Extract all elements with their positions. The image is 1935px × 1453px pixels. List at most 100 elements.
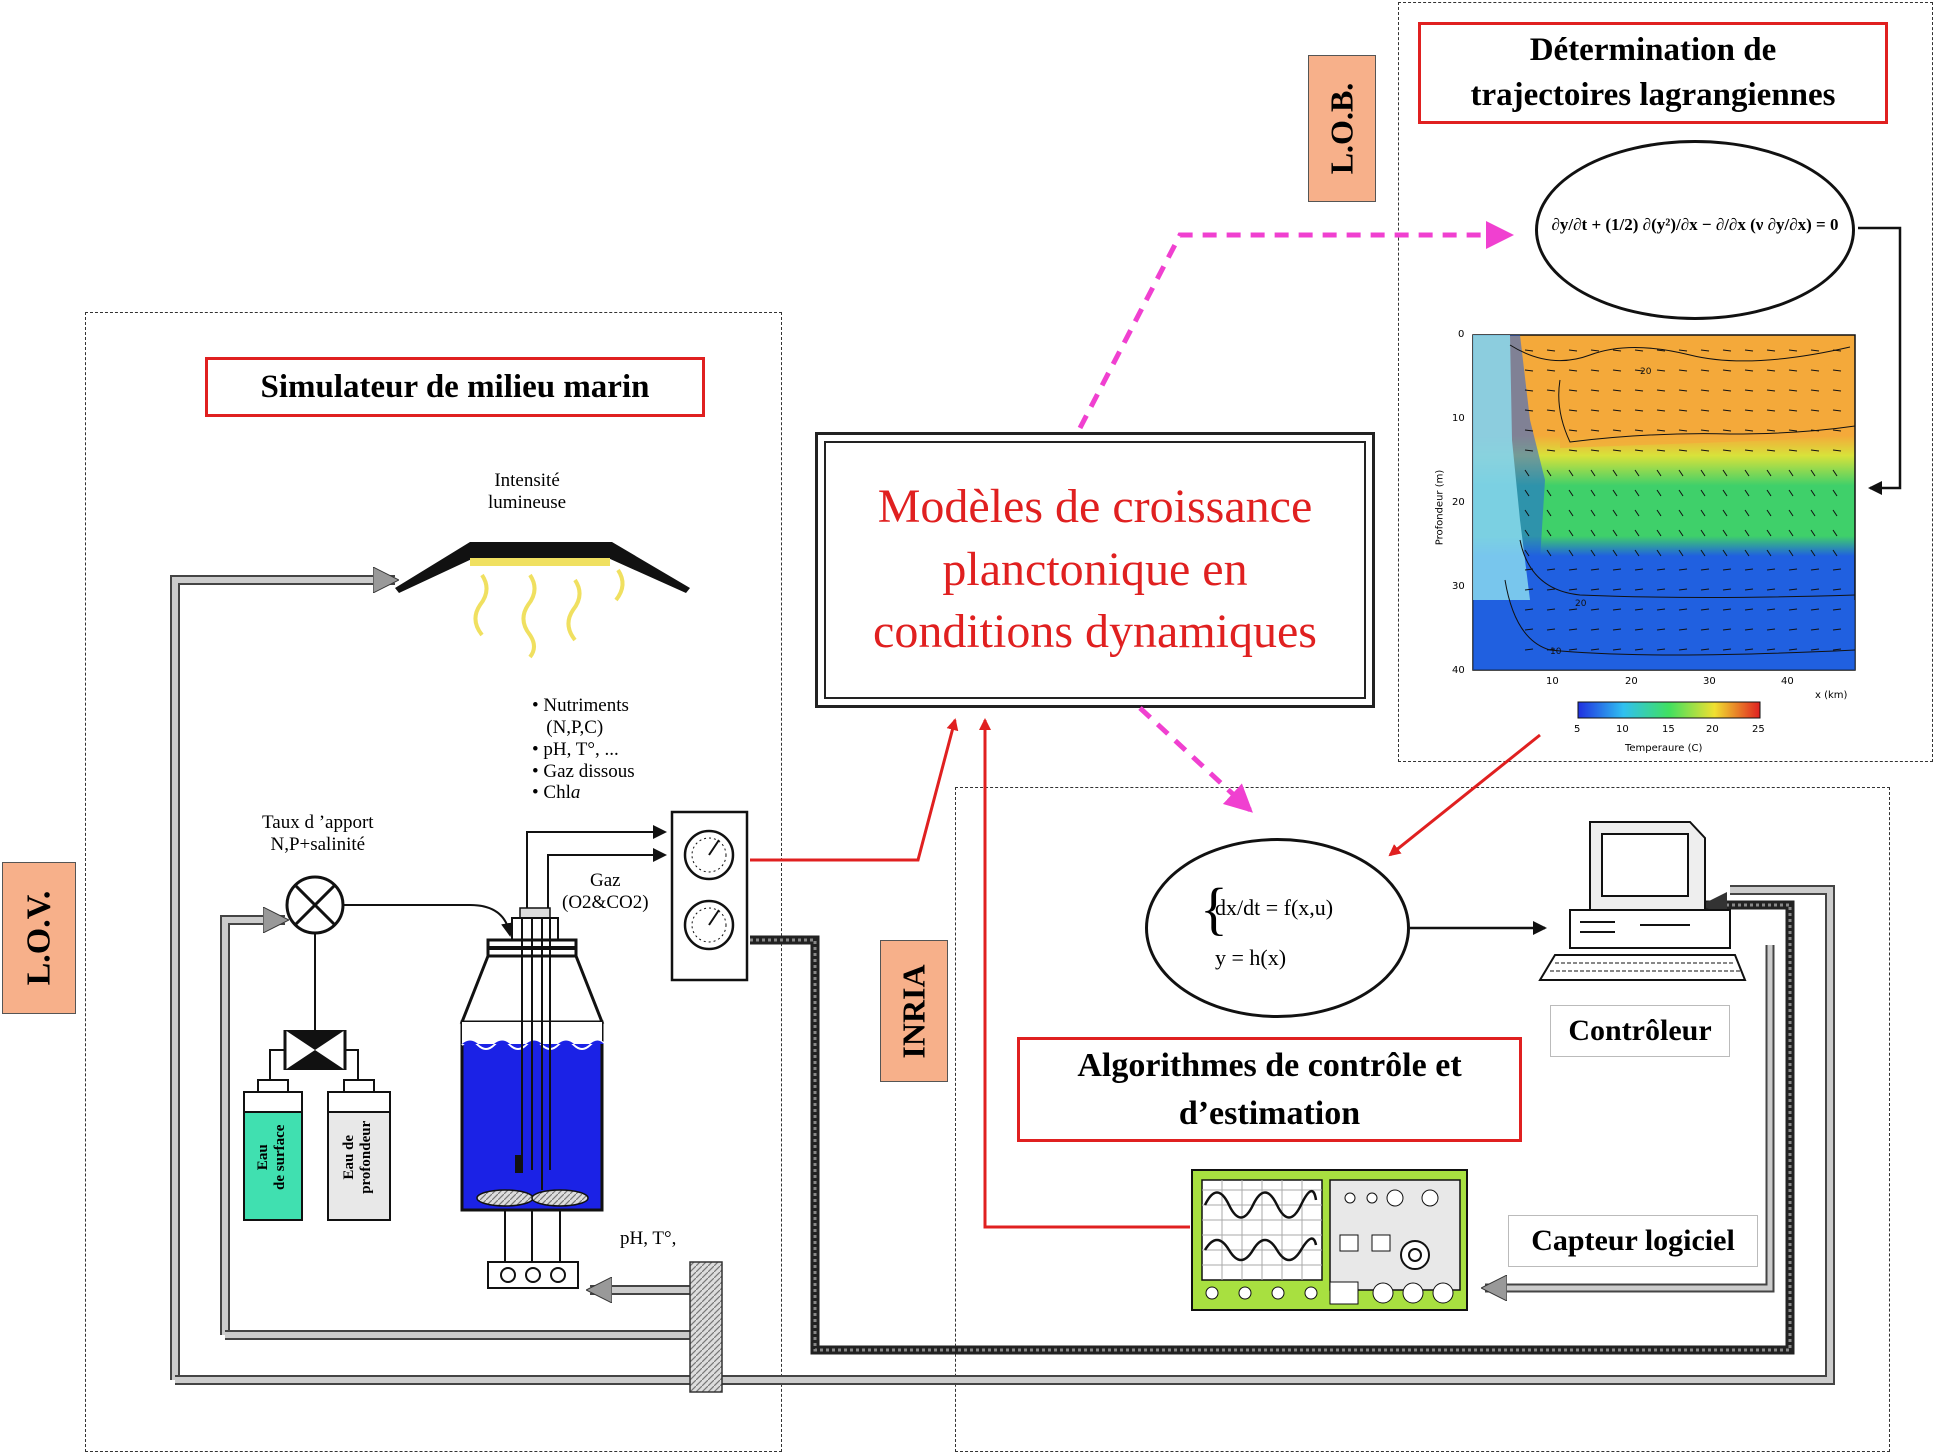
y-tick-10: 10 xyxy=(1452,413,1465,424)
velocity-vector xyxy=(1656,529,1662,537)
velocity-vector xyxy=(1546,469,1552,477)
velocity-vector xyxy=(1744,628,1754,631)
cb-tick-15: 15 xyxy=(1662,724,1675,735)
velocity-vector xyxy=(1744,409,1754,412)
velocity-vector xyxy=(1722,449,1732,452)
velocity-vector xyxy=(1832,608,1842,611)
velocity-vector xyxy=(1546,509,1552,517)
velocity-vector xyxy=(1524,648,1534,651)
velocity-vector xyxy=(1612,549,1618,557)
velocity-vector xyxy=(1810,588,1820,591)
velocity-vector xyxy=(1810,389,1820,392)
velocity-vector xyxy=(1700,628,1710,631)
velocity-vector xyxy=(1612,429,1622,432)
velocity-vector xyxy=(1612,449,1622,452)
velocity-vector xyxy=(1524,588,1534,591)
velocity-vector xyxy=(1788,369,1798,372)
velocity-vector xyxy=(1722,469,1728,477)
x-tick-10: 10 xyxy=(1546,676,1559,687)
velocity-vector xyxy=(1612,568,1622,571)
velocity-vector xyxy=(1656,369,1666,372)
velocity-vector xyxy=(1590,489,1596,497)
light-intensity-label: Intensité lumineuse xyxy=(488,470,567,513)
velocity-vector xyxy=(1590,429,1600,432)
velocity-vector xyxy=(1656,469,1662,477)
velocity-vector xyxy=(1590,608,1600,611)
velocity-vector xyxy=(1590,409,1600,412)
contour-label-2: 20 xyxy=(1575,599,1587,609)
velocity-vector xyxy=(1568,549,1574,557)
growth-model-box: Modèles de croissance planctonique en co… xyxy=(815,432,1375,708)
velocity-vector xyxy=(1612,349,1622,352)
velocity-vector xyxy=(1744,469,1750,477)
velocity-vector xyxy=(1832,349,1842,352)
velocity-vector xyxy=(1678,608,1688,611)
simulator-title: Simulateur de milieu marin xyxy=(205,357,705,417)
velocity-vector xyxy=(1700,509,1706,517)
velocity-vector xyxy=(1590,549,1596,557)
velocity-vector xyxy=(1634,349,1644,352)
velocity-vector xyxy=(1766,529,1772,537)
input-rate-label: Taux d ’apport N,P+salinité xyxy=(262,812,374,855)
velocity-vector xyxy=(1546,429,1556,432)
velocity-vector xyxy=(1612,409,1622,412)
velocity-vector xyxy=(1810,628,1820,631)
velocity-vector xyxy=(1656,509,1662,517)
velocity-vector xyxy=(1568,628,1578,631)
velocity-vector xyxy=(1678,549,1684,557)
velocity-vector xyxy=(1546,529,1552,537)
velocity-vector xyxy=(1678,509,1684,517)
velocity-vector xyxy=(1700,369,1710,372)
computer-icon xyxy=(1538,821,1747,981)
velocity-vector xyxy=(1678,529,1684,537)
y-tick-0: 0 xyxy=(1458,329,1465,340)
velocity-vector xyxy=(1766,349,1776,352)
surface-water-bottle xyxy=(243,1079,303,1221)
velocity-vector xyxy=(1744,449,1754,452)
velocity-vector xyxy=(1634,369,1644,372)
velocity-vector xyxy=(1656,648,1666,651)
bioreactor-icon xyxy=(459,907,607,1289)
velocity-vector xyxy=(1656,409,1666,412)
velocity-vector xyxy=(1524,568,1534,571)
state-space-ellipse xyxy=(1145,838,1410,1018)
x-tick-30: 30 xyxy=(1703,676,1716,687)
velocity-vector xyxy=(1700,469,1706,477)
velocity-vector xyxy=(1546,549,1552,557)
velocity-vector xyxy=(1722,389,1732,392)
velocity-vector xyxy=(1524,429,1534,432)
velocity-vector xyxy=(1546,369,1556,372)
mixing-valve-icon xyxy=(285,875,515,1030)
velocity-vector xyxy=(1700,429,1710,432)
y-tick-40: 40 xyxy=(1452,665,1465,676)
velocity-vector xyxy=(1810,529,1816,537)
velocity-vector xyxy=(1788,409,1798,412)
velocity-vector xyxy=(1634,608,1644,611)
velocity-vector xyxy=(1810,509,1816,517)
velocity-vector xyxy=(1788,628,1798,631)
burgers-equation: ∂y/∂t + (1/2) ∂(y²)/∂x − ∂/∂x (ν ∂y/∂x) … xyxy=(1551,215,1839,234)
system-brace: { xyxy=(1200,876,1228,941)
burgers-equation-ellipse xyxy=(1535,140,1855,320)
plot-xlabel: x (km) xyxy=(1815,690,1848,701)
velocity-vector xyxy=(1766,429,1776,432)
surface-water-label: Eau de surface xyxy=(254,1124,288,1190)
velocity-vector xyxy=(1832,409,1842,412)
gas-label: Gaz (O2&CO2) xyxy=(562,870,649,913)
velocity-vector xyxy=(1766,588,1776,591)
velocity-vector xyxy=(1788,608,1798,611)
velocity-vector xyxy=(1722,369,1732,372)
velocity-vector xyxy=(1634,389,1644,392)
velocity-vector xyxy=(1524,509,1530,517)
velocity-vector xyxy=(1656,628,1666,631)
ph-t-label: pH, T°, xyxy=(620,1228,677,1249)
velocity-vector xyxy=(1524,389,1534,392)
cb-tick-10: 10 xyxy=(1616,724,1629,735)
velocity-vector xyxy=(1788,349,1798,352)
y-tick-20: 20 xyxy=(1452,497,1465,508)
velocity-vector xyxy=(1766,568,1776,571)
velocity-vector xyxy=(1634,568,1644,571)
velocity-vector xyxy=(1568,369,1578,372)
velocity-vector xyxy=(1678,429,1688,432)
velocity-vector xyxy=(1634,449,1644,452)
